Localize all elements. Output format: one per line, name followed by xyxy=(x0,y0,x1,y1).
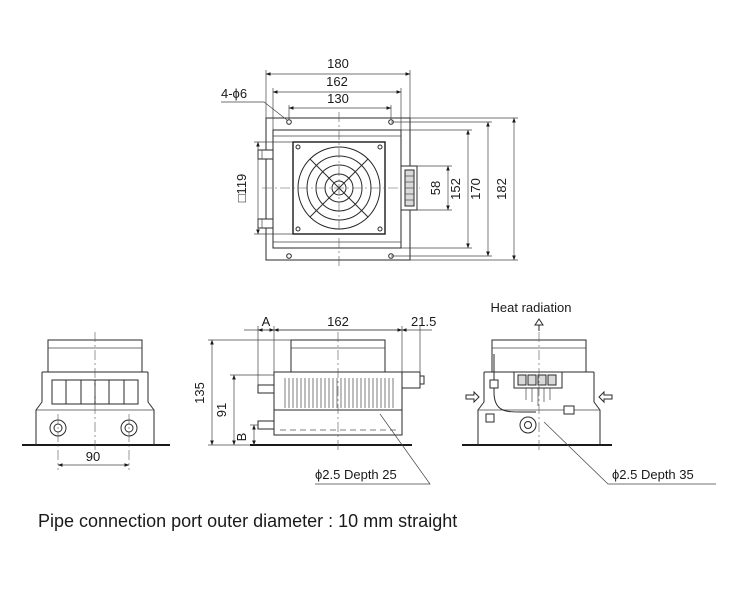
terminal-connector xyxy=(400,165,418,211)
dim-label-135: 135 xyxy=(192,382,207,404)
rear-hole-note: ϕ2.5 Depth 35 xyxy=(612,467,694,482)
dim-label-170: 170 xyxy=(468,178,483,200)
dim-label-90: 90 xyxy=(86,449,100,464)
arrow-right-icon xyxy=(465,390,480,404)
dimension-fan-square: □119 xyxy=(234,141,293,235)
cable xyxy=(493,354,536,413)
terminal-block xyxy=(513,371,563,406)
side-label-right xyxy=(563,405,575,415)
side-hole-note: ϕ2.5 Depth 25 xyxy=(315,467,397,482)
dimension-side-91: 91 xyxy=(214,374,236,446)
dimension-side-135: 135 xyxy=(192,339,214,446)
dim-label-21-5: 21.5 xyxy=(411,314,436,329)
top-view: 180 162 130 4-ϕ6 □119 xyxy=(221,56,518,266)
dim-label-fan-square: □119 xyxy=(234,174,249,203)
dim-label-side-162: 162 xyxy=(327,314,349,329)
pipe-caption: Pipe connection port outer diameter : 10… xyxy=(38,511,457,531)
dim-label-152: 152 xyxy=(448,178,463,200)
dimension-side-162: A 162 xyxy=(244,314,403,332)
dimension-bolt-spacing: 90 xyxy=(57,449,130,467)
pipe-fittings-side xyxy=(257,384,275,430)
side-hole-callout: ϕ2.5 Depth 25 xyxy=(315,413,431,485)
dimension-height-170: 170 xyxy=(391,121,492,257)
dimension-connector-58: 58 xyxy=(417,165,452,211)
dimension-height-182: 182 xyxy=(410,117,518,261)
rear-hole-callout: ϕ2.5 Depth 35 xyxy=(543,421,716,485)
side-view: A 162 21.5 135 91 B ϕ2.5 Depth 25 xyxy=(192,314,436,485)
holes-callout: 4-ϕ6 xyxy=(221,86,288,121)
dimension-height-152: 152 xyxy=(401,129,472,249)
dim-label-180: 180 xyxy=(327,56,349,71)
arrow-up-icon xyxy=(534,318,544,326)
dimension-side-b: B xyxy=(234,424,258,446)
heat-radiation-label: Heat radiation xyxy=(491,300,572,315)
front-view: 90 xyxy=(22,332,170,470)
heat-sink-fins xyxy=(284,378,394,408)
dimension-width-130: 130 xyxy=(288,91,392,120)
dim-label-holes: 4-ϕ6 xyxy=(221,86,247,101)
dimension-width-180: 180 xyxy=(265,56,411,118)
label-a: A xyxy=(262,314,271,329)
dim-label-182: 182 xyxy=(494,178,509,200)
label-b: B xyxy=(234,433,249,442)
rear-hole xyxy=(519,416,537,434)
airflow-arrows xyxy=(465,318,613,404)
side-label-left xyxy=(485,413,495,423)
arrow-left-icon xyxy=(598,390,613,404)
rear-view: Heat radiation ϕ2.5 Depth 35 xyxy=(462,300,716,485)
dim-label-130: 130 xyxy=(327,91,349,106)
side-connector xyxy=(401,371,425,389)
dim-label-58: 58 xyxy=(428,181,443,195)
dim-label-162: 162 xyxy=(326,74,348,89)
dimension-side-21-5: 21.5 xyxy=(401,314,436,332)
dim-label-91: 91 xyxy=(214,403,229,417)
